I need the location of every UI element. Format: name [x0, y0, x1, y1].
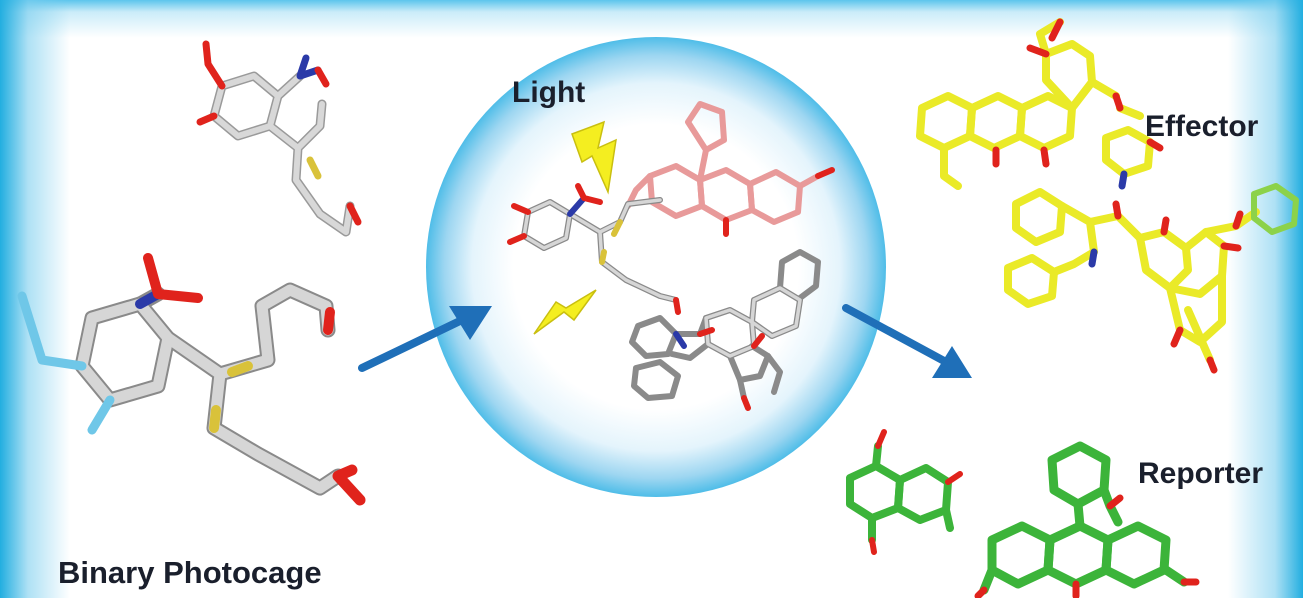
effector-molecule-bottom — [1004, 183, 1299, 374]
caged-complex-molecule — [507, 101, 835, 411]
binary-photocage-label: Binary Photocage — [58, 555, 322, 590]
lightning-bolt-icon — [571, 120, 617, 195]
reporter-molecule-large — [974, 441, 1200, 598]
arrow-right-icon — [358, 306, 492, 372]
reporter-label: Reporter — [1138, 457, 1264, 490]
arrow-right-icon — [842, 304, 972, 378]
light-label: Light — [512, 76, 586, 109]
photocage-large-molecule — [17, 253, 366, 506]
effector-label: Effector — [1145, 110, 1259, 143]
photocage-small-molecule — [196, 40, 362, 237]
reporter-molecule-small — [846, 429, 963, 555]
lightning-bolt-icon — [533, 289, 597, 335]
light-sphere — [426, 37, 886, 497]
effector-molecule-top — [916, 18, 1164, 190]
